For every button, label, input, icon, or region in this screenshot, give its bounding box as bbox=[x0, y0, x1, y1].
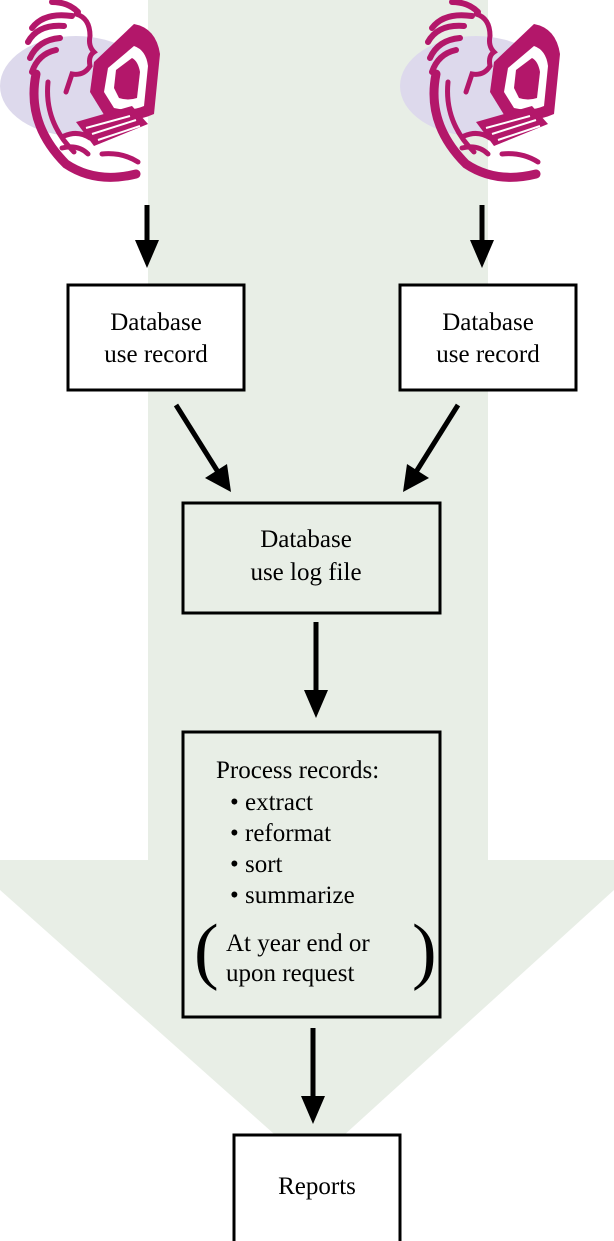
record-right-line2: use record bbox=[436, 341, 540, 368]
record-right-line1: Database bbox=[442, 309, 534, 336]
process-heading: Process records: bbox=[216, 757, 379, 784]
record-left-line2: use record bbox=[104, 341, 208, 368]
arrow-process-to-reports bbox=[301, 1028, 325, 1124]
process-note-line2: upon request bbox=[226, 960, 354, 987]
note-open-paren: ( bbox=[194, 910, 219, 992]
arrow-log-to-process bbox=[304, 622, 328, 718]
note-close-paren: ) bbox=[412, 910, 437, 992]
log-file-line2: use log file bbox=[250, 559, 361, 586]
woman-at-computer-icon bbox=[0, 2, 160, 177]
reports-box: Reports bbox=[232, 1133, 402, 1241]
database-use-record-box-left: Database use record bbox=[66, 283, 246, 392]
process-step-extract: • extract bbox=[230, 789, 313, 816]
log-file-line1: Database bbox=[260, 526, 352, 553]
process-step-sort: • sort bbox=[230, 851, 283, 878]
database-use-log-file-box: Database use log file bbox=[181, 501, 442, 615]
process-records-box: Process records: • extract • reformat • … bbox=[181, 730, 442, 1019]
process-step-reformat: • reformat bbox=[230, 820, 331, 847]
arrow-record-right-to-log bbox=[403, 403, 461, 492]
record-left-line1: Database bbox=[110, 309, 202, 336]
database-use-record-box-right: Database use record bbox=[398, 283, 578, 392]
reports-label: Reports bbox=[278, 1173, 356, 1200]
arrow-user-left-to-record bbox=[135, 205, 159, 268]
process-note-line1: At year end or bbox=[226, 930, 370, 957]
arrow-record-left-to-log bbox=[173, 403, 231, 492]
process-step-summarize: • summarize bbox=[230, 882, 355, 909]
arrow-user-right-to-record bbox=[470, 205, 494, 268]
